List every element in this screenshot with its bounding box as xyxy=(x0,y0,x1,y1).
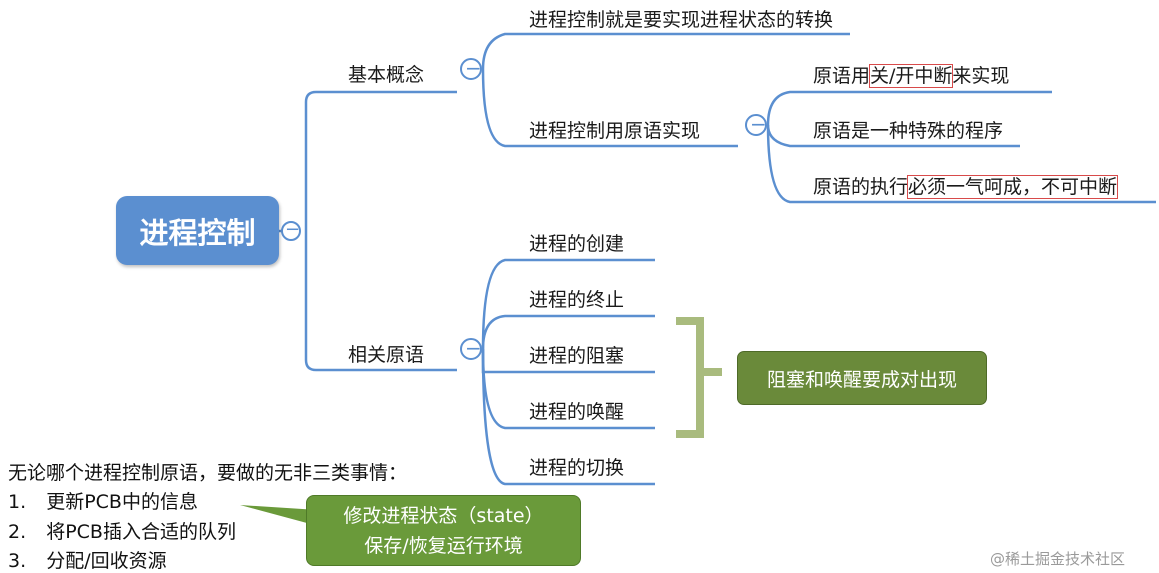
node-block[interactable]: 进程的阻塞 xyxy=(529,345,625,367)
summary-item-2: 2. 将PCB插入合适的队列 xyxy=(8,517,236,544)
summary-item-3-num: 3. xyxy=(8,550,27,572)
pcb-callout-line1: 修改进程状态（state） xyxy=(343,504,544,527)
node-primitive-interrupt[interactable]: 原语用关/开中断来实现 xyxy=(813,61,1009,88)
node-terminate[interactable]: 进程的终止 xyxy=(529,289,625,311)
root-collapse-glyph[interactable]: − xyxy=(285,219,301,240)
summary-item-2-text: 将PCB插入合适的队列 xyxy=(46,521,236,543)
related-collapse-glyph[interactable]: − xyxy=(465,336,482,360)
root-collapse-icon xyxy=(281,221,301,241)
bracket-shape xyxy=(676,317,722,438)
summary-item-3: 3. 分配/回收资源 xyxy=(8,546,167,573)
summary-heading: 无论哪个进程控制原语，要做的无非三类事情： xyxy=(8,462,408,484)
watermark: @稀土掘金技术社区 xyxy=(990,550,1126,568)
primitive-collapse-icon xyxy=(745,114,767,136)
pairing-note-label: 阻塞和唤醒要成对出现 xyxy=(766,368,957,391)
basic-collapse-glyph[interactable]: − xyxy=(465,56,482,80)
node-primitive-interrupt-c: 来实现 xyxy=(952,65,1010,87)
node-primitive-interrupt-a: 原语用 xyxy=(813,65,871,87)
summary-item-1-text: 更新PCB中的信息 xyxy=(46,491,198,513)
summary-item-2-num: 2. xyxy=(8,521,27,543)
root-node[interactable]: 进程控制 xyxy=(116,196,279,265)
pairing-note: 阻塞和唤醒要成对出现 xyxy=(737,351,987,405)
summary-item-3-text: 分配/回收资源 xyxy=(46,550,167,572)
node-create[interactable]: 进程的创建 xyxy=(529,233,625,255)
primitive-collapse-glyph[interactable]: − xyxy=(750,112,767,136)
root-label: 进程控制 xyxy=(139,215,256,250)
branch-basic-label[interactable]: 基本概念 xyxy=(348,64,425,86)
node-primitive-atomic-a: 原语的执行 xyxy=(813,176,909,198)
node-transition[interactable]: 进程控制就是要实现进程状态的转换 xyxy=(529,9,834,31)
summary-item-1-num: 1. xyxy=(8,491,27,513)
pcb-callout: 修改进程状态（state） 保存/恢复运行环境 xyxy=(306,495,581,566)
node-switch[interactable]: 进程的切换 xyxy=(529,457,625,479)
summary-item-1: 1. 更新PCB中的信息 xyxy=(8,487,198,514)
node-primitive-special[interactable]: 原语是一种特殊的程序 xyxy=(813,120,1004,142)
node-primitive[interactable]: 进程控制用原语实现 xyxy=(529,120,701,142)
highlight-interrupt: 关/开中断 xyxy=(869,64,954,88)
callout-pointer xyxy=(240,505,318,526)
related-collapse-icon xyxy=(460,338,482,360)
pcb-callout-line2: 保存/恢复运行环境 xyxy=(364,534,523,557)
branch-related-label[interactable]: 相关原语 xyxy=(348,344,425,366)
node-wakeup[interactable]: 进程的唤醒 xyxy=(529,401,625,423)
node-primitive-atomic[interactable]: 原语的执行必须一气呵成，不可中断 xyxy=(813,172,1119,199)
highlight-atomic: 必须一气呵成，不可中断 xyxy=(907,175,1119,199)
basic-collapse-icon xyxy=(460,58,482,80)
